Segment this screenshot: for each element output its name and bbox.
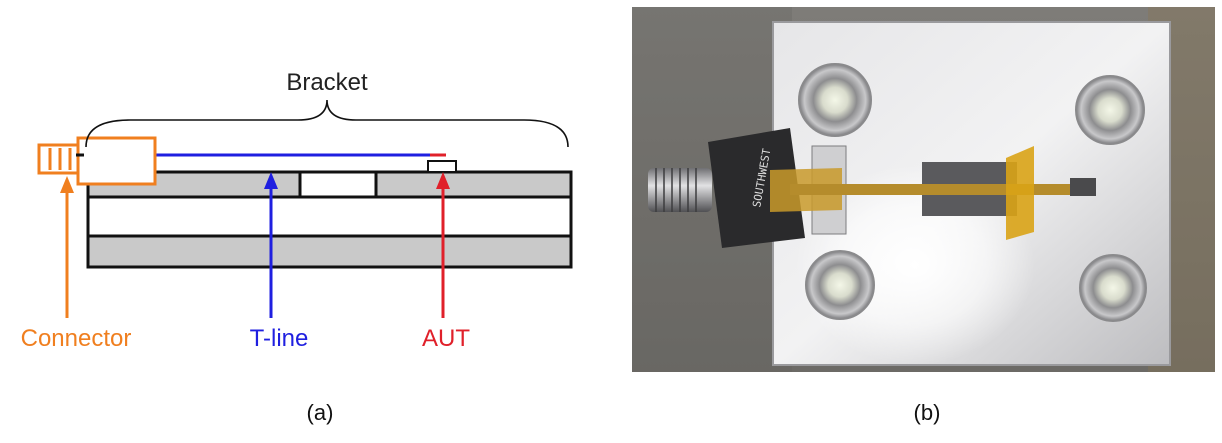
hole-bottom-left (806, 251, 874, 319)
panel-b-caption: (b) (914, 400, 941, 425)
substrate-stack (88, 172, 571, 267)
bracket-brace (86, 100, 568, 147)
hole-top-right (1076, 76, 1144, 144)
tline-label: T-line (250, 325, 309, 352)
kapton-tab (1006, 146, 1034, 240)
aut-element (1070, 178, 1096, 196)
middle-layer (88, 197, 571, 236)
tline-strip (790, 184, 1090, 195)
bracket-label: Bracket (286, 69, 368, 96)
connector-label: Connector (21, 325, 132, 352)
panel-a-caption: (a) (307, 400, 334, 425)
hole-top-left (799, 64, 871, 136)
connector-shape (39, 138, 155, 184)
connector-arrow (60, 176, 74, 318)
bottom-layer (88, 236, 571, 267)
aut-label: AUT (422, 325, 470, 352)
hole-bottom-right (1080, 255, 1146, 321)
panel-a-diagram: Bracket Connector T-line AUT (a) (21, 69, 571, 425)
panel-b-photo: SOUTHWEST (632, 7, 1215, 372)
cavity (300, 172, 376, 197)
aut-pad (428, 161, 456, 172)
